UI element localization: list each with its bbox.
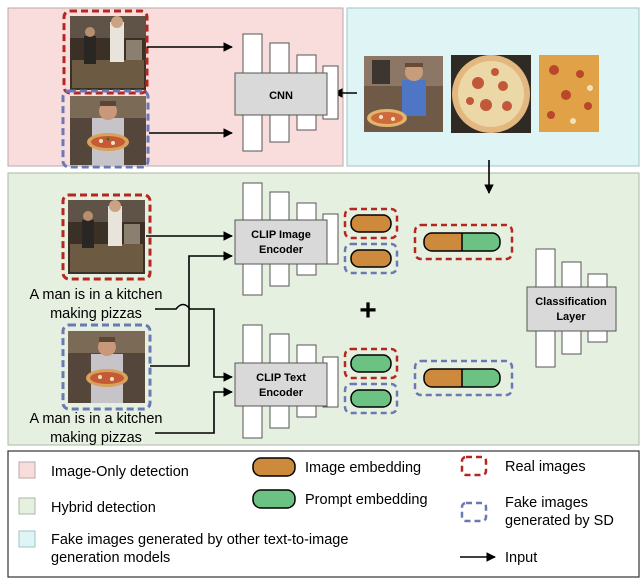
legend-hybrid-label: Hybrid detection (51, 500, 156, 516)
hybrid-fake-image-frame (61, 323, 152, 411)
legend-image-only-swatch (18, 461, 36, 479)
real-prompt-embedding-frame (343, 347, 399, 380)
other-model-image-pizza (451, 55, 531, 133)
hybrid-real-kitchen-image (68, 200, 145, 274)
legend-input-label: Input (505, 550, 537, 566)
other-model-image-pizza-closeup (539, 55, 599, 132)
clip-image-label-line2: Encoder (259, 244, 304, 256)
hybrid-fake-sd-pizza-image (68, 331, 145, 403)
legend-fake-sd-swatch (460, 501, 488, 523)
classification-layer-block: Classification Layer (526, 248, 617, 368)
clip-text-encoder-block: CLIP Text Encoder (234, 324, 339, 439)
real-prompt-embedding (350, 354, 392, 373)
legend-prompt-embedding-label: Prompt embedding (305, 492, 428, 508)
clip-text-label-line1: CLIP Text (256, 372, 306, 384)
legend-image-embedding-swatch (252, 457, 296, 477)
real-image-embedding (350, 214, 392, 233)
fake-image-embedding (350, 249, 392, 268)
legend-image-embedding-label: Image embedding (305, 460, 421, 476)
real-image-embedding-frame (343, 207, 399, 240)
clip-text-label-line2: Encoder (259, 387, 304, 399)
legend-real-images-swatch (460, 455, 488, 477)
fake-image-frame (61, 89, 150, 169)
real-kitchen-image (70, 16, 146, 90)
legend-real-images-label: Real images (505, 459, 586, 475)
legend-fake-sd-line2: generated by SD (505, 513, 614, 529)
fake-prompt-embedding-frame (343, 382, 399, 415)
real-concat-embedding-frame (413, 223, 514, 261)
legend-image-only-label: Image-Only detection (51, 464, 189, 480)
legend-fake-sd-line1: Fake images (505, 495, 588, 511)
hybrid-real-image-frame (61, 193, 152, 281)
caption-top-line2: making pizzas (50, 306, 142, 322)
fake-sd-pizza-image (70, 96, 146, 165)
arrow-fake-to-clip-image (150, 251, 233, 367)
arrow-caption-bottom-to-clip-text (155, 387, 233, 434)
clip-image-encoder-block: CLIP Image Encoder (234, 182, 339, 296)
real-image-frame (62, 9, 149, 95)
legend-other-models-line2: generation models (51, 550, 170, 566)
classification-label-line2: Layer (556, 311, 586, 323)
fake-prompt-embedding (350, 389, 392, 408)
other-model-image-chef (364, 56, 443, 132)
plus-operator: + (359, 294, 377, 327)
fake-concat-embedding-frame (413, 359, 514, 397)
caption-top-line1: A man is in a kitchen (30, 287, 163, 303)
caption-bottom-line2: making pizzas (50, 430, 142, 446)
real-concat-embedding (423, 232, 501, 252)
fake-concat-embedding (423, 368, 501, 388)
caption-bottom-line1: A man is in a kitchen (30, 411, 163, 427)
fake-image-embedding-frame (343, 242, 399, 275)
cnn-block: CNN (234, 33, 339, 152)
cnn-label: CNN (269, 90, 293, 102)
legend-other-models-line1: Fake images generated by other text-to-i… (51, 532, 348, 548)
arrow-caption-top-to-clip-text (155, 303, 233, 382)
legend-prompt-embedding-swatch (252, 489, 296, 509)
legend-hybrid-swatch (18, 497, 36, 515)
legend-other-models-swatch (18, 530, 36, 548)
legend-box (7, 450, 640, 578)
clip-image-label-line1: CLIP Image (251, 229, 311, 241)
classification-label-line1: Classification (535, 296, 607, 308)
